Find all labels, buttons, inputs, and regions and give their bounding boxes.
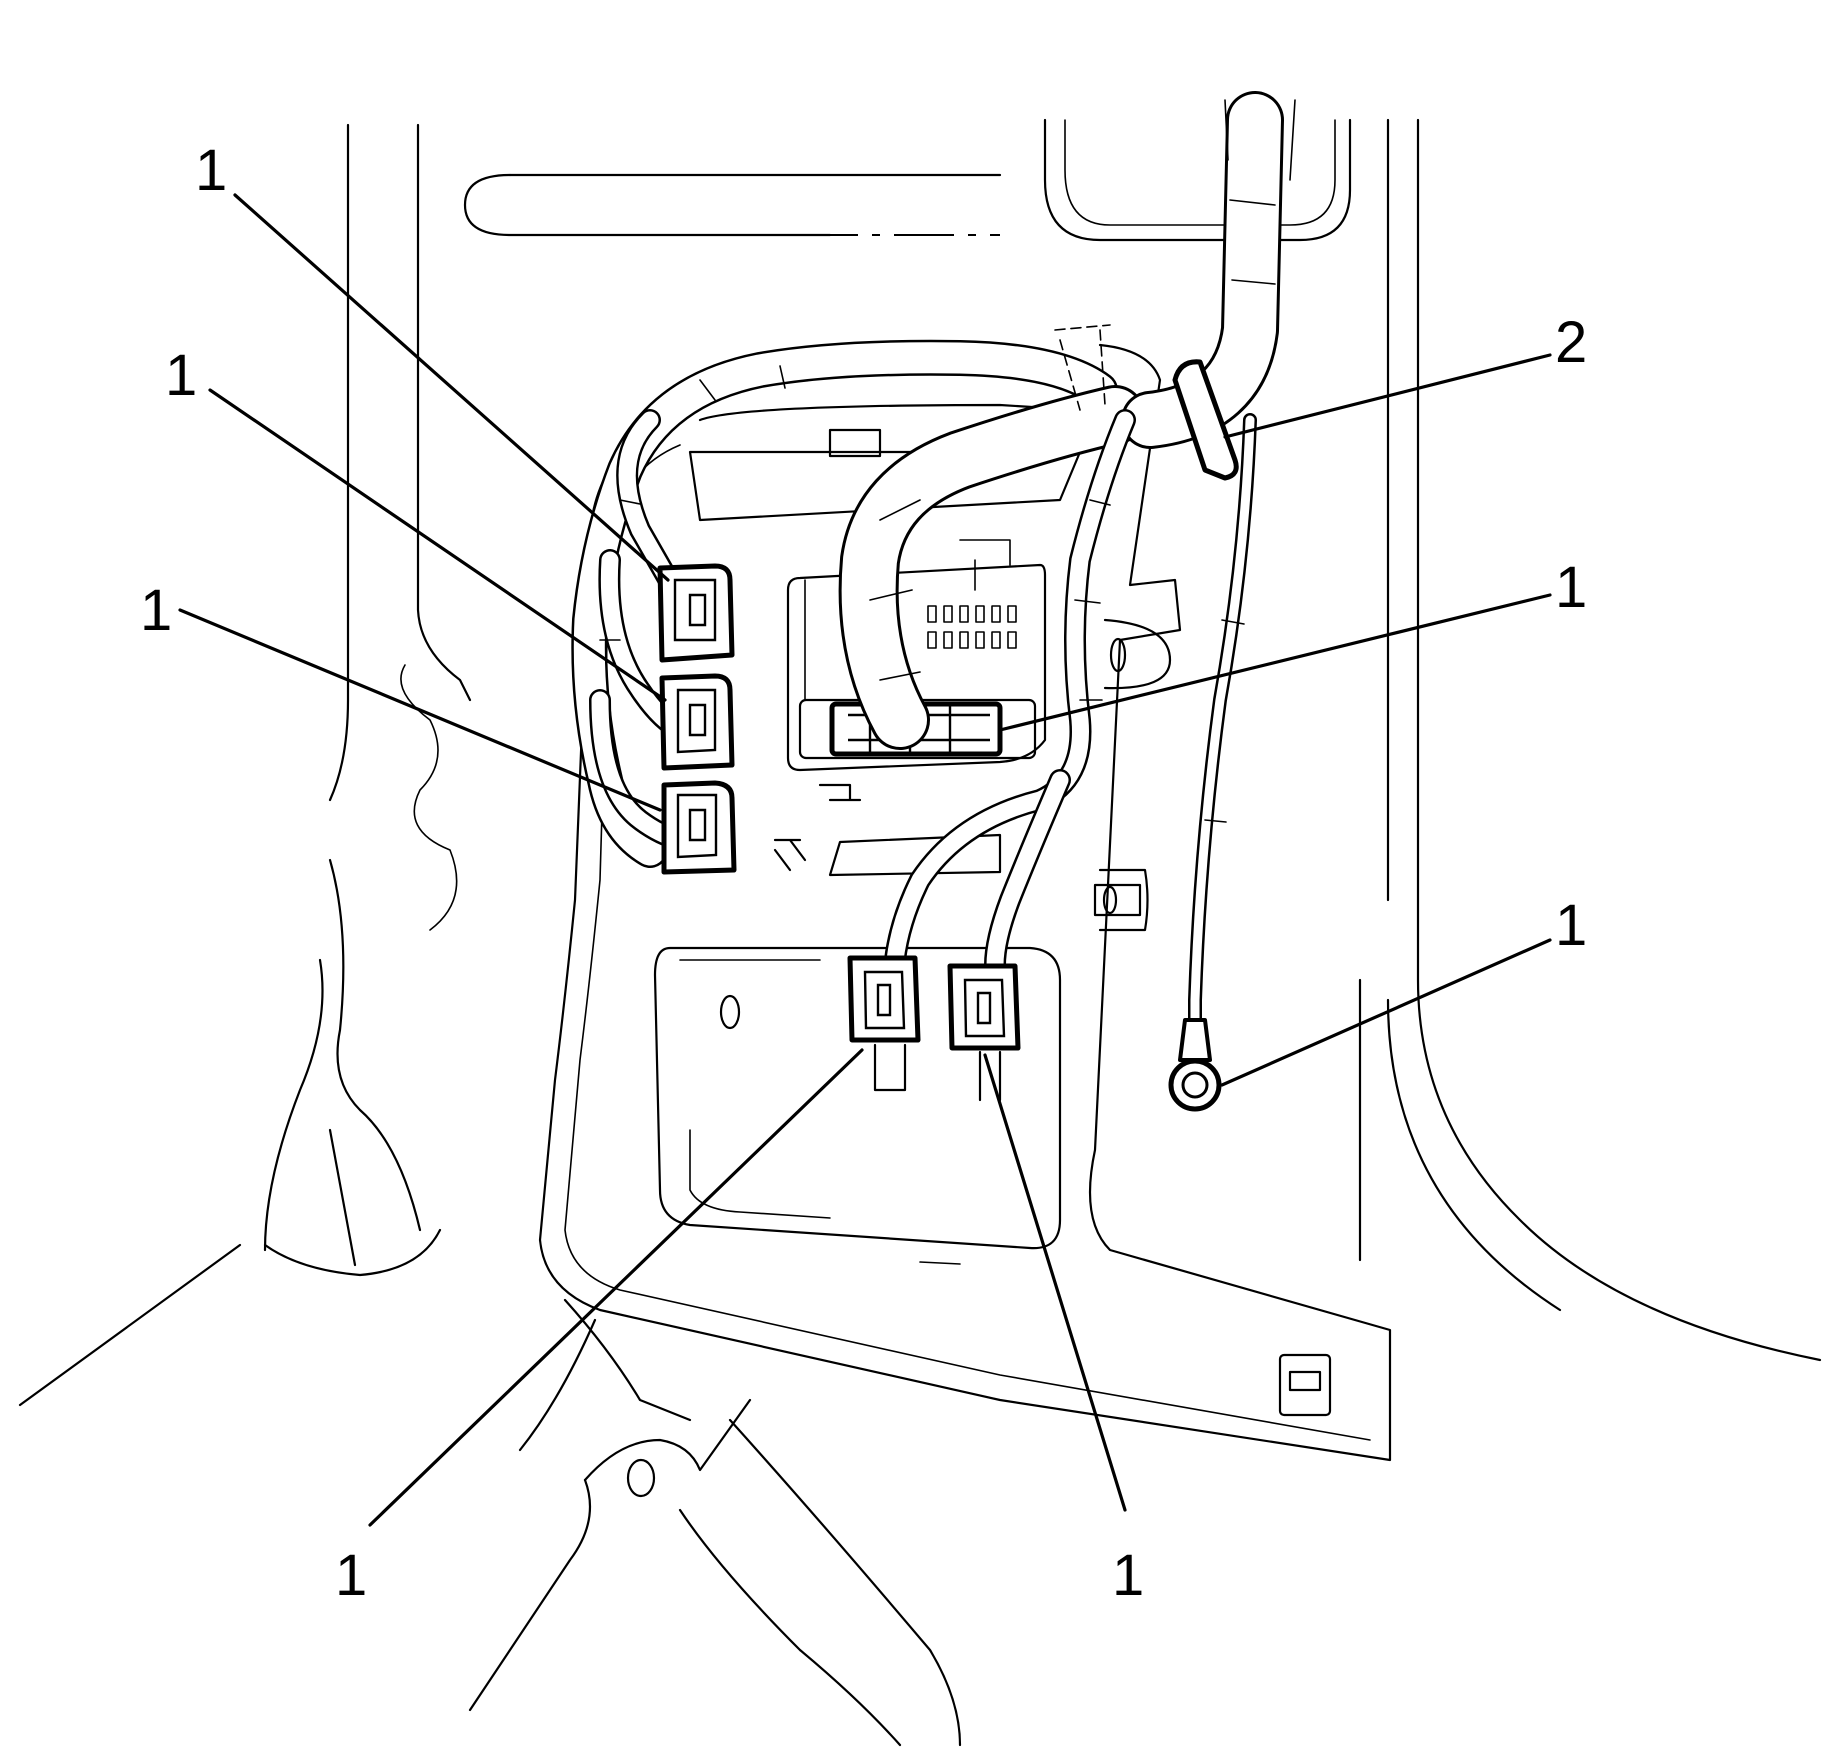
leader-line [1220, 938, 1552, 1087]
callout-1-fuse-block: 1 [1555, 555, 1587, 620]
leader-line [1223, 353, 1552, 439]
leader-line [998, 593, 1552, 732]
leader-line [233, 193, 670, 582]
leader-lines [178, 193, 1552, 1527]
fuse-terminal-grid [927, 605, 1017, 649]
ground-ring-terminal [1168, 1018, 1222, 1112]
callout-labels: 1 1 1 2 1 1 1 1 [140, 138, 1587, 1608]
callout-1-bottom-left: 1 [335, 1543, 367, 1608]
leader-line [983, 1053, 1127, 1512]
connector-left-lower [661, 780, 737, 875]
leader-line [178, 608, 662, 812]
callout-1-bottom-right: 1 [1112, 1543, 1144, 1608]
callout-1-middle-left: 1 [165, 343, 197, 408]
connector-left-middle [659, 673, 735, 771]
connector-bottom-left [847, 955, 921, 1092]
leader-line [208, 388, 667, 702]
connector-bottom-right [947, 963, 1021, 1102]
connector-left-upper [657, 563, 735, 663]
harness-clip [1172, 359, 1239, 481]
body-structure [18, 118, 1822, 1747]
leader-line [368, 1048, 864, 1527]
callout-1-upper-left: 1 [195, 138, 227, 203]
connectors [657, 563, 1222, 1112]
callout-1-ground-terminal: 1 [1555, 893, 1587, 958]
callout-2-harness-clip: 2 [1555, 310, 1587, 375]
callout-1-lower-left: 1 [140, 578, 172, 643]
wiring-harness [571, 91, 1296, 1052]
